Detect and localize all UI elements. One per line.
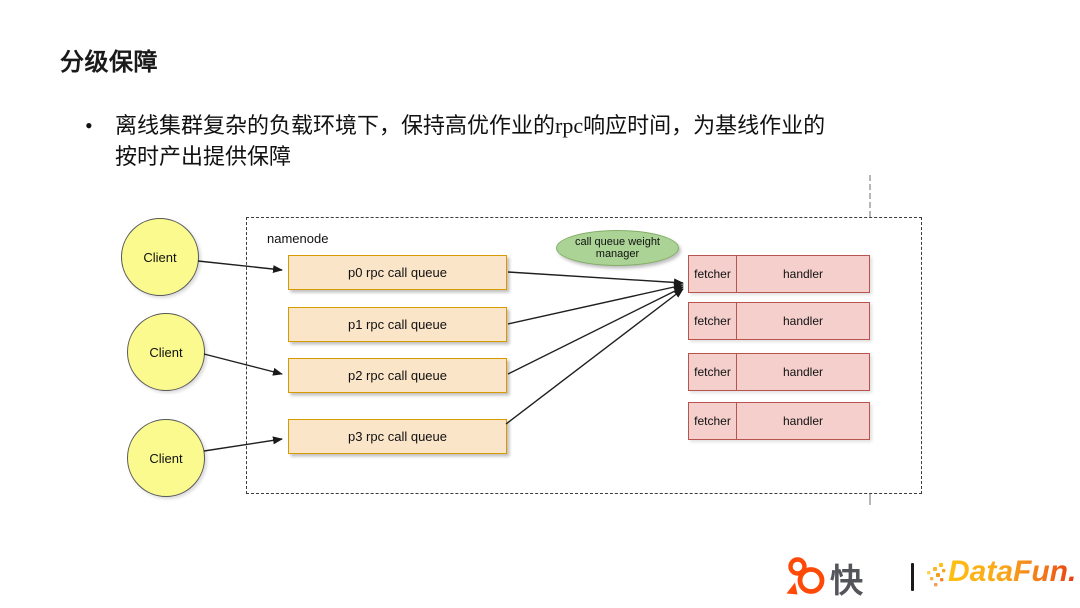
handler-cell: handler (782, 314, 824, 328)
handler-cell: handler (782, 267, 824, 281)
page-guide-line-top (869, 175, 871, 217)
fetcher-cell: fetcher (689, 303, 737, 339)
kuaishou-logo-icon (786, 557, 825, 595)
bullet-line-1: 离线集群复杂的负载环境下，保持高优作业的rpc响应时间，为基线作业的 (115, 113, 826, 138)
client-node-1: Client (121, 218, 199, 296)
queue-box-p3: p3 rpc call queue (288, 419, 507, 454)
manager-label-line1: call queue weight (574, 236, 660, 248)
worker-row-1: fetcher handler (688, 255, 870, 293)
client-node-3: Client (127, 419, 205, 497)
fetcher-cell: fetcher (689, 256, 737, 292)
kuaishou-wordmark: 快手 (830, 562, 865, 599)
client-label: Client (143, 249, 177, 265)
worker-row-2: fetcher handler (688, 302, 870, 340)
client-label: Client (149, 450, 183, 466)
manager-label-line2: manager (595, 248, 640, 260)
page-title: 分级保障 (60, 49, 158, 76)
handler-cell: handler (782, 414, 824, 428)
fetcher-cell: fetcher (689, 403, 737, 439)
bullet-marker: • (85, 113, 93, 138)
namenode-label: namenode (267, 231, 329, 246)
worker-row-3: fetcher handler (688, 353, 870, 391)
queue-box-p2: p2 rpc call queue (288, 358, 507, 393)
datafun-wordmark: DataFun. (948, 555, 1077, 588)
handler-cell: handler (782, 365, 824, 379)
logo-divider (911, 563, 914, 591)
bullet-text: 离线集群复杂的负载环境下，保持高优作业的rpc响应时间，为基线作业的 按时产出提… (115, 110, 825, 172)
bullet-line-2: 按时产出提供保障 (115, 144, 292, 169)
call-queue-weight-manager-node: call queue weight manager (556, 230, 679, 266)
datafun-dots-icon (927, 563, 946, 587)
fetcher-cell: fetcher (689, 354, 737, 390)
queue-box-p0: p0 rpc call queue (288, 255, 507, 290)
client-label: Client (149, 344, 183, 360)
queue-box-p1: p1 rpc call queue (288, 307, 507, 342)
page-guide-line-bottom (869, 494, 871, 505)
bullet-item: • 离线集群复杂的负载环境下，保持高优作业的rpc响应时间，为基线作业的 按时产… (85, 110, 1015, 172)
client-node-2: Client (127, 313, 205, 391)
worker-row-4: fetcher handler (688, 402, 870, 440)
